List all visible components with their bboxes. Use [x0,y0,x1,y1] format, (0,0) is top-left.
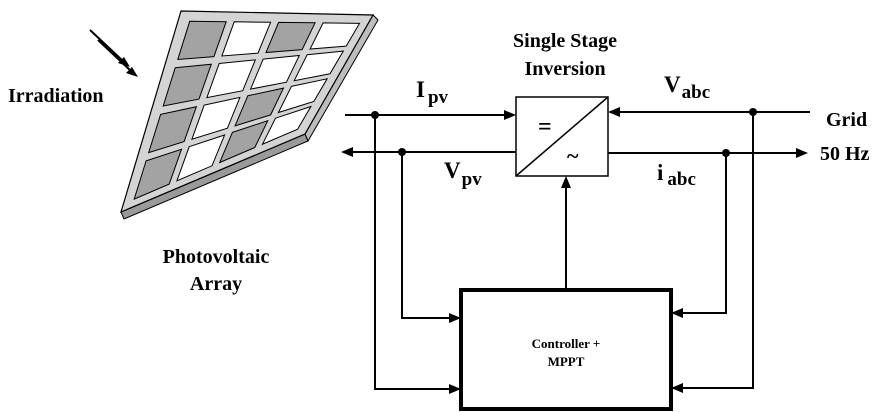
controller-label-line2: MPPT [548,354,585,369]
inverter-block: = ~ [515,96,609,177]
controller-box [459,288,673,411]
panel-cell [176,134,226,182]
grid-label-line1: Grid [826,109,867,131]
ipv-junction-dot [371,111,379,119]
vpv-sense-wire [401,152,450,319]
irradiation-ray-1-head [118,57,130,67]
iabc-junction-dot [722,149,730,157]
photovoltaic-panel [120,10,379,220]
single-stage-label-line2: Inversion [524,58,605,80]
iabc-arrow-icon [796,148,808,158]
control-signal-arrow-icon [561,176,571,188]
panel-cell [206,59,257,99]
panel-cell [309,22,361,50]
vpv-sense-arrow-icon [449,313,461,323]
panel-cells [133,20,361,200]
panel-cell [147,106,198,154]
vpv-label: Vpv [444,158,482,190]
vabc-label-main: V [664,72,681,97]
vabc-arrow-icon [608,107,620,117]
ipv-arrow-icon [504,110,516,120]
grid-label-line2: 50 Hz [820,143,870,165]
panel-cell [249,54,301,90]
iabc-label-main: i [657,160,664,185]
vabc-label: Vabc [664,72,710,103]
inverter-dc-symbol-icon: = [538,114,552,140]
vabc-sense-wire [682,112,754,389]
panel-cell [293,50,345,82]
vpv-label-sub: pv [462,169,483,190]
vabc-sense-arrow-icon [671,383,683,393]
irradiation-ray-2 [97,39,133,73]
iabc-label-sub: abc [667,169,696,190]
irradiation-arrows-icon [89,29,138,77]
panel-cell [133,148,183,200]
inverter-ac-symbol-icon: ~ [567,143,579,168]
panel-cell [191,96,241,140]
panel-cell [221,21,272,57]
controller-label-line1: Controller + [532,336,601,351]
vpv-label-main: V [444,158,461,183]
panel-cell [265,21,316,54]
panel-cell [177,20,227,61]
irradiation-ray-1 [89,29,125,63]
panel-cell [277,78,329,114]
single-stage-label-line1: Single Stage [513,30,617,52]
ipv-label-sub: pv [428,87,449,108]
irradiation-label: Irradiation [8,85,104,107]
inverter-diagonal [515,96,609,177]
panel-cell [261,105,313,146]
irradiation-ray-2-head [126,67,138,77]
photovoltaic-label-line2: Array [190,273,242,295]
photovoltaic-label-line1: Photovoltaic [163,246,270,268]
controller-block: Controller + MPPT [459,288,673,411]
iabc-sense-wire [682,153,727,314]
panel-cell [162,63,213,107]
iabc-sense-arrow-icon [671,308,683,318]
panel-cell [234,87,285,127]
panel-cell [218,119,269,164]
ipv-sense-arrow-icon [449,384,461,394]
ipv-sense-wire [374,115,450,390]
wiring [341,107,810,394]
ipv-label-main: I [416,77,425,102]
vpv-arrow-icon [341,147,353,157]
vabc-junction-dot [749,108,757,116]
vpv-junction-dot [398,148,406,156]
vabc-label-sub: abc [682,82,711,103]
